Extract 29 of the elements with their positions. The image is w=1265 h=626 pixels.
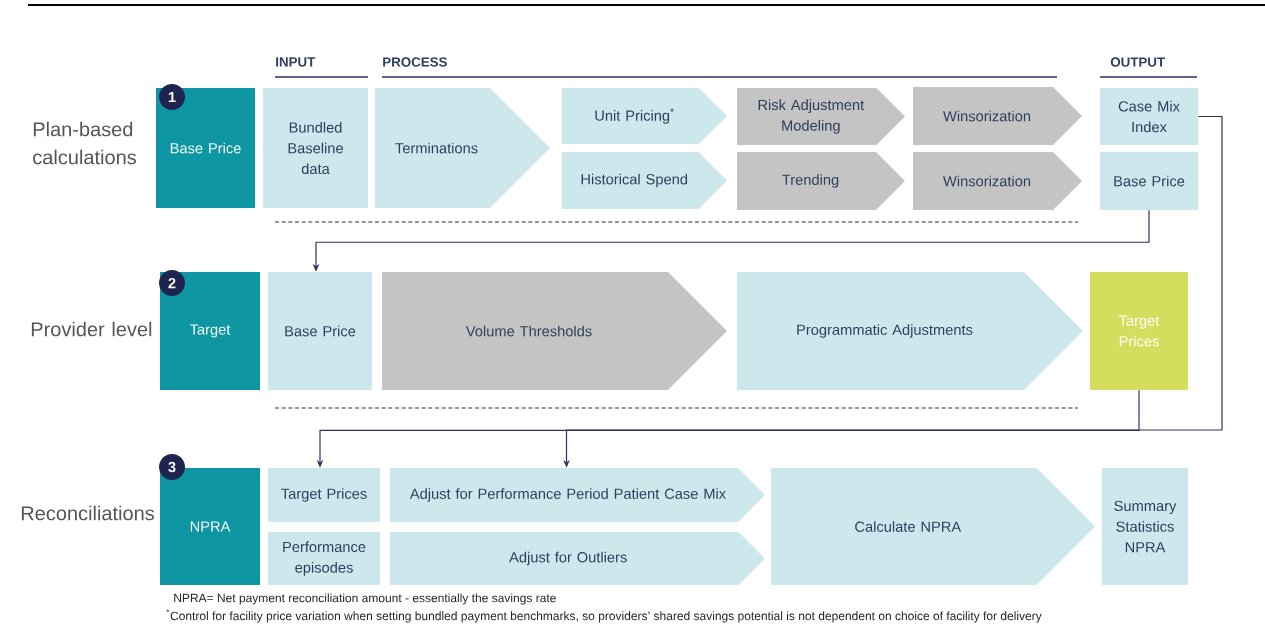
step-box: Base Price: [268, 272, 372, 390]
process-step: Historical Spend: [562, 152, 727, 209]
footnote: $^{*}$Control for facility price variation when setting bundled payment benchmarks, so providers’ shared savings potential is not dependent on choice of facility for delivery: [166, 609, 1042, 623]
process-step: Trending: [737, 152, 905, 210]
column-heading: OUTPUT: [1110, 57, 1165, 67]
column-heading: INPUT: [276, 57, 316, 67]
process-step: Terminations: [375, 88, 550, 208]
process-step: Volume Thresholds: [382, 272, 727, 390]
column-heading: PROCESS: [383, 57, 447, 67]
process-step: Programmatic Adjustments: [737, 272, 1083, 390]
step-box: Target Prices: [268, 468, 380, 522]
process-step: Risk Adjustment Modeling: [737, 88, 905, 145]
process-step: Calculate NPRA: [771, 468, 1095, 585]
step-badge: 1: [159, 84, 185, 110]
step-badge: 2: [159, 270, 185, 296]
process-step: Winsorization: [913, 152, 1082, 210]
process-step: Adjust for Performance Period Patient Case Mix: [390, 468, 765, 522]
process-step: Winsorization: [913, 87, 1082, 145]
process-step: Unit Pricing$^{*}$: [562, 88, 727, 144]
step-box: Performance episodes: [268, 532, 380, 585]
step-badge: 3: [159, 454, 185, 480]
footnote: NPRA= Net payment reconciliation amount - essentially the savings rate: [174, 593, 556, 605]
row-label: Plan-based calculations: [33, 121, 136, 165]
step-box: Base Price: [1100, 152, 1198, 210]
process-step: Adjust for Outliers: [390, 532, 765, 585]
step-box: Target Prices: [1090, 272, 1188, 390]
step-box: Bundled Baseline data: [263, 88, 368, 208]
step-box: Summary Statistics NPRA: [1102, 468, 1188, 585]
step-box: Case Mix Index: [1100, 88, 1198, 145]
